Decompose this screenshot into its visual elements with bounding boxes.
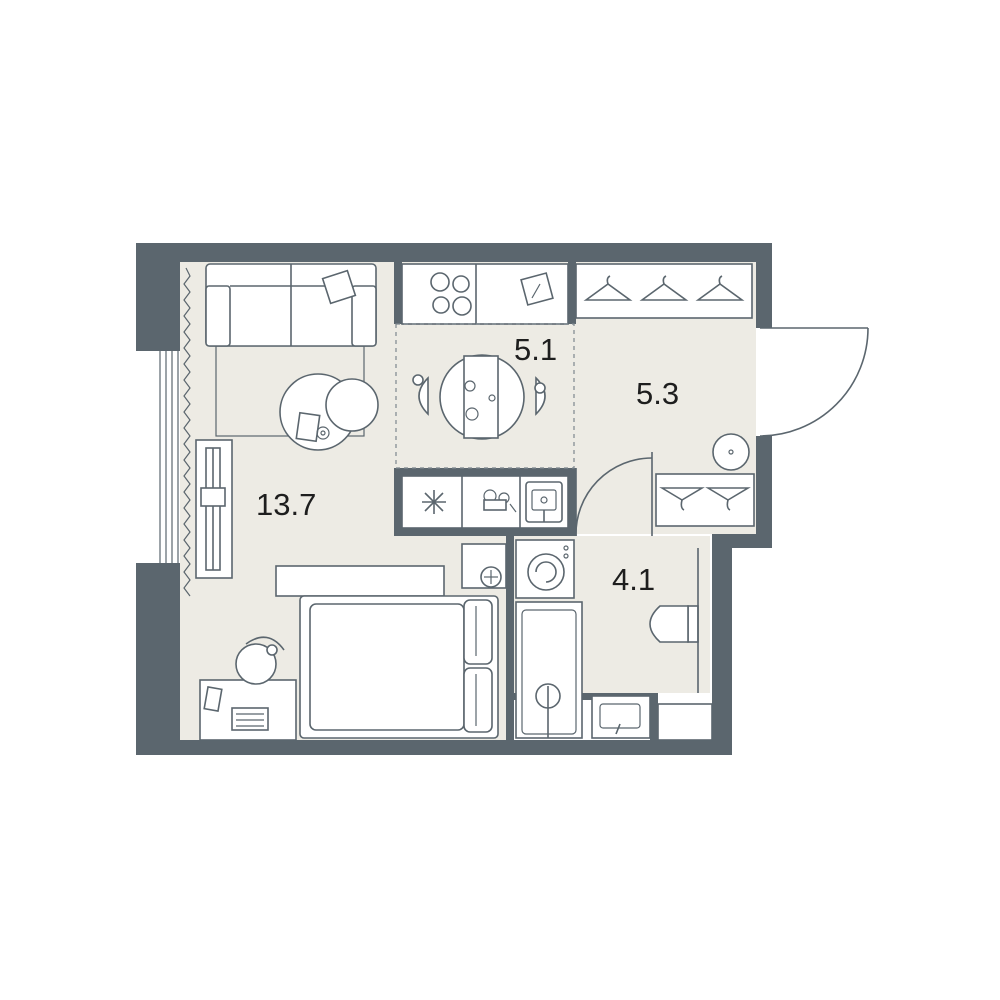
wall-right-upper [756,243,772,328]
wall-kitchen-lower-left [394,468,402,536]
sofa-icon [205,263,377,347]
desk-icon [199,679,297,741]
washing-machine-icon [461,543,507,589]
coffee-maker-icon [483,489,517,513]
washing-machine-icon-2 [515,539,575,599]
stove-icon [430,272,472,316]
door-icon [756,327,869,437]
dining-table-icon [412,354,546,440]
hall-area-label: 5.3 [636,376,679,411]
wall-right-middle [756,436,772,548]
bathroom-door-icon [575,452,653,537]
wall-left-lower [136,563,180,755]
wall-kitchen-right [568,262,576,324]
wall-right-lower [712,534,732,755]
wall-bath-corner [650,693,658,740]
cutting-board-icon [520,272,554,306]
wall-kitchen-left [394,262,402,324]
coffee-table-icon [279,373,379,451]
tv-stand-icon [195,439,233,579]
wall-bottom [136,740,732,755]
bathtub-icon [515,601,583,739]
living-room-area-label: 13.7 [256,487,316,522]
wardrobe-icon [575,263,753,319]
wall-bath-bottom [514,693,654,700]
bathroom-area-label: 4.1 [612,562,655,597]
kitchen-sink-icon [525,481,563,523]
wall-bath-top [506,528,576,536]
curtain-icon [183,267,191,597]
kitchen-zone [395,323,575,469]
bed-icon [275,565,499,739]
walls [136,243,772,755]
wall-left-upper [136,243,180,351]
kitchen-area-label: 5.1 [514,332,557,367]
pouf-icon [712,433,750,471]
hob-icon [422,490,446,514]
chair-icon [235,636,285,685]
wall-kitchen-base [394,528,514,536]
wall-kitchen-lower-right [568,468,576,536]
hanger-icon [583,275,745,301]
wall-bath-left [506,528,514,740]
shaft [657,703,713,741]
wall-kitchen-lower [394,468,576,476]
window [136,351,180,563]
bathroom-sink-icon [591,695,651,739]
coat-rack-icon [655,473,755,527]
wall-top [136,243,772,262]
toilet-icon [649,605,699,643]
